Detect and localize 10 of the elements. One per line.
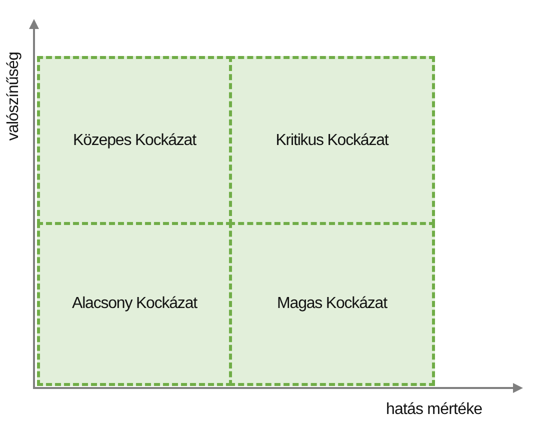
risk-quadrant — [229, 222, 435, 386]
risk-quadrant — [37, 222, 232, 386]
risk-level-label: Közepes Kockázat — [73, 132, 196, 150]
risk-level-label: Kritikus Kockázat — [276, 132, 388, 150]
risk-level-label: Alacsony Kockázat — [72, 295, 197, 313]
axis-label: hatás mértéke — [386, 401, 482, 419]
risk-quadrant — [229, 56, 435, 225]
risk-level-label: Magas Kockázat — [277, 295, 387, 313]
axis-label: valószínűség — [5, 52, 23, 141]
risk-quadrant — [37, 56, 232, 225]
